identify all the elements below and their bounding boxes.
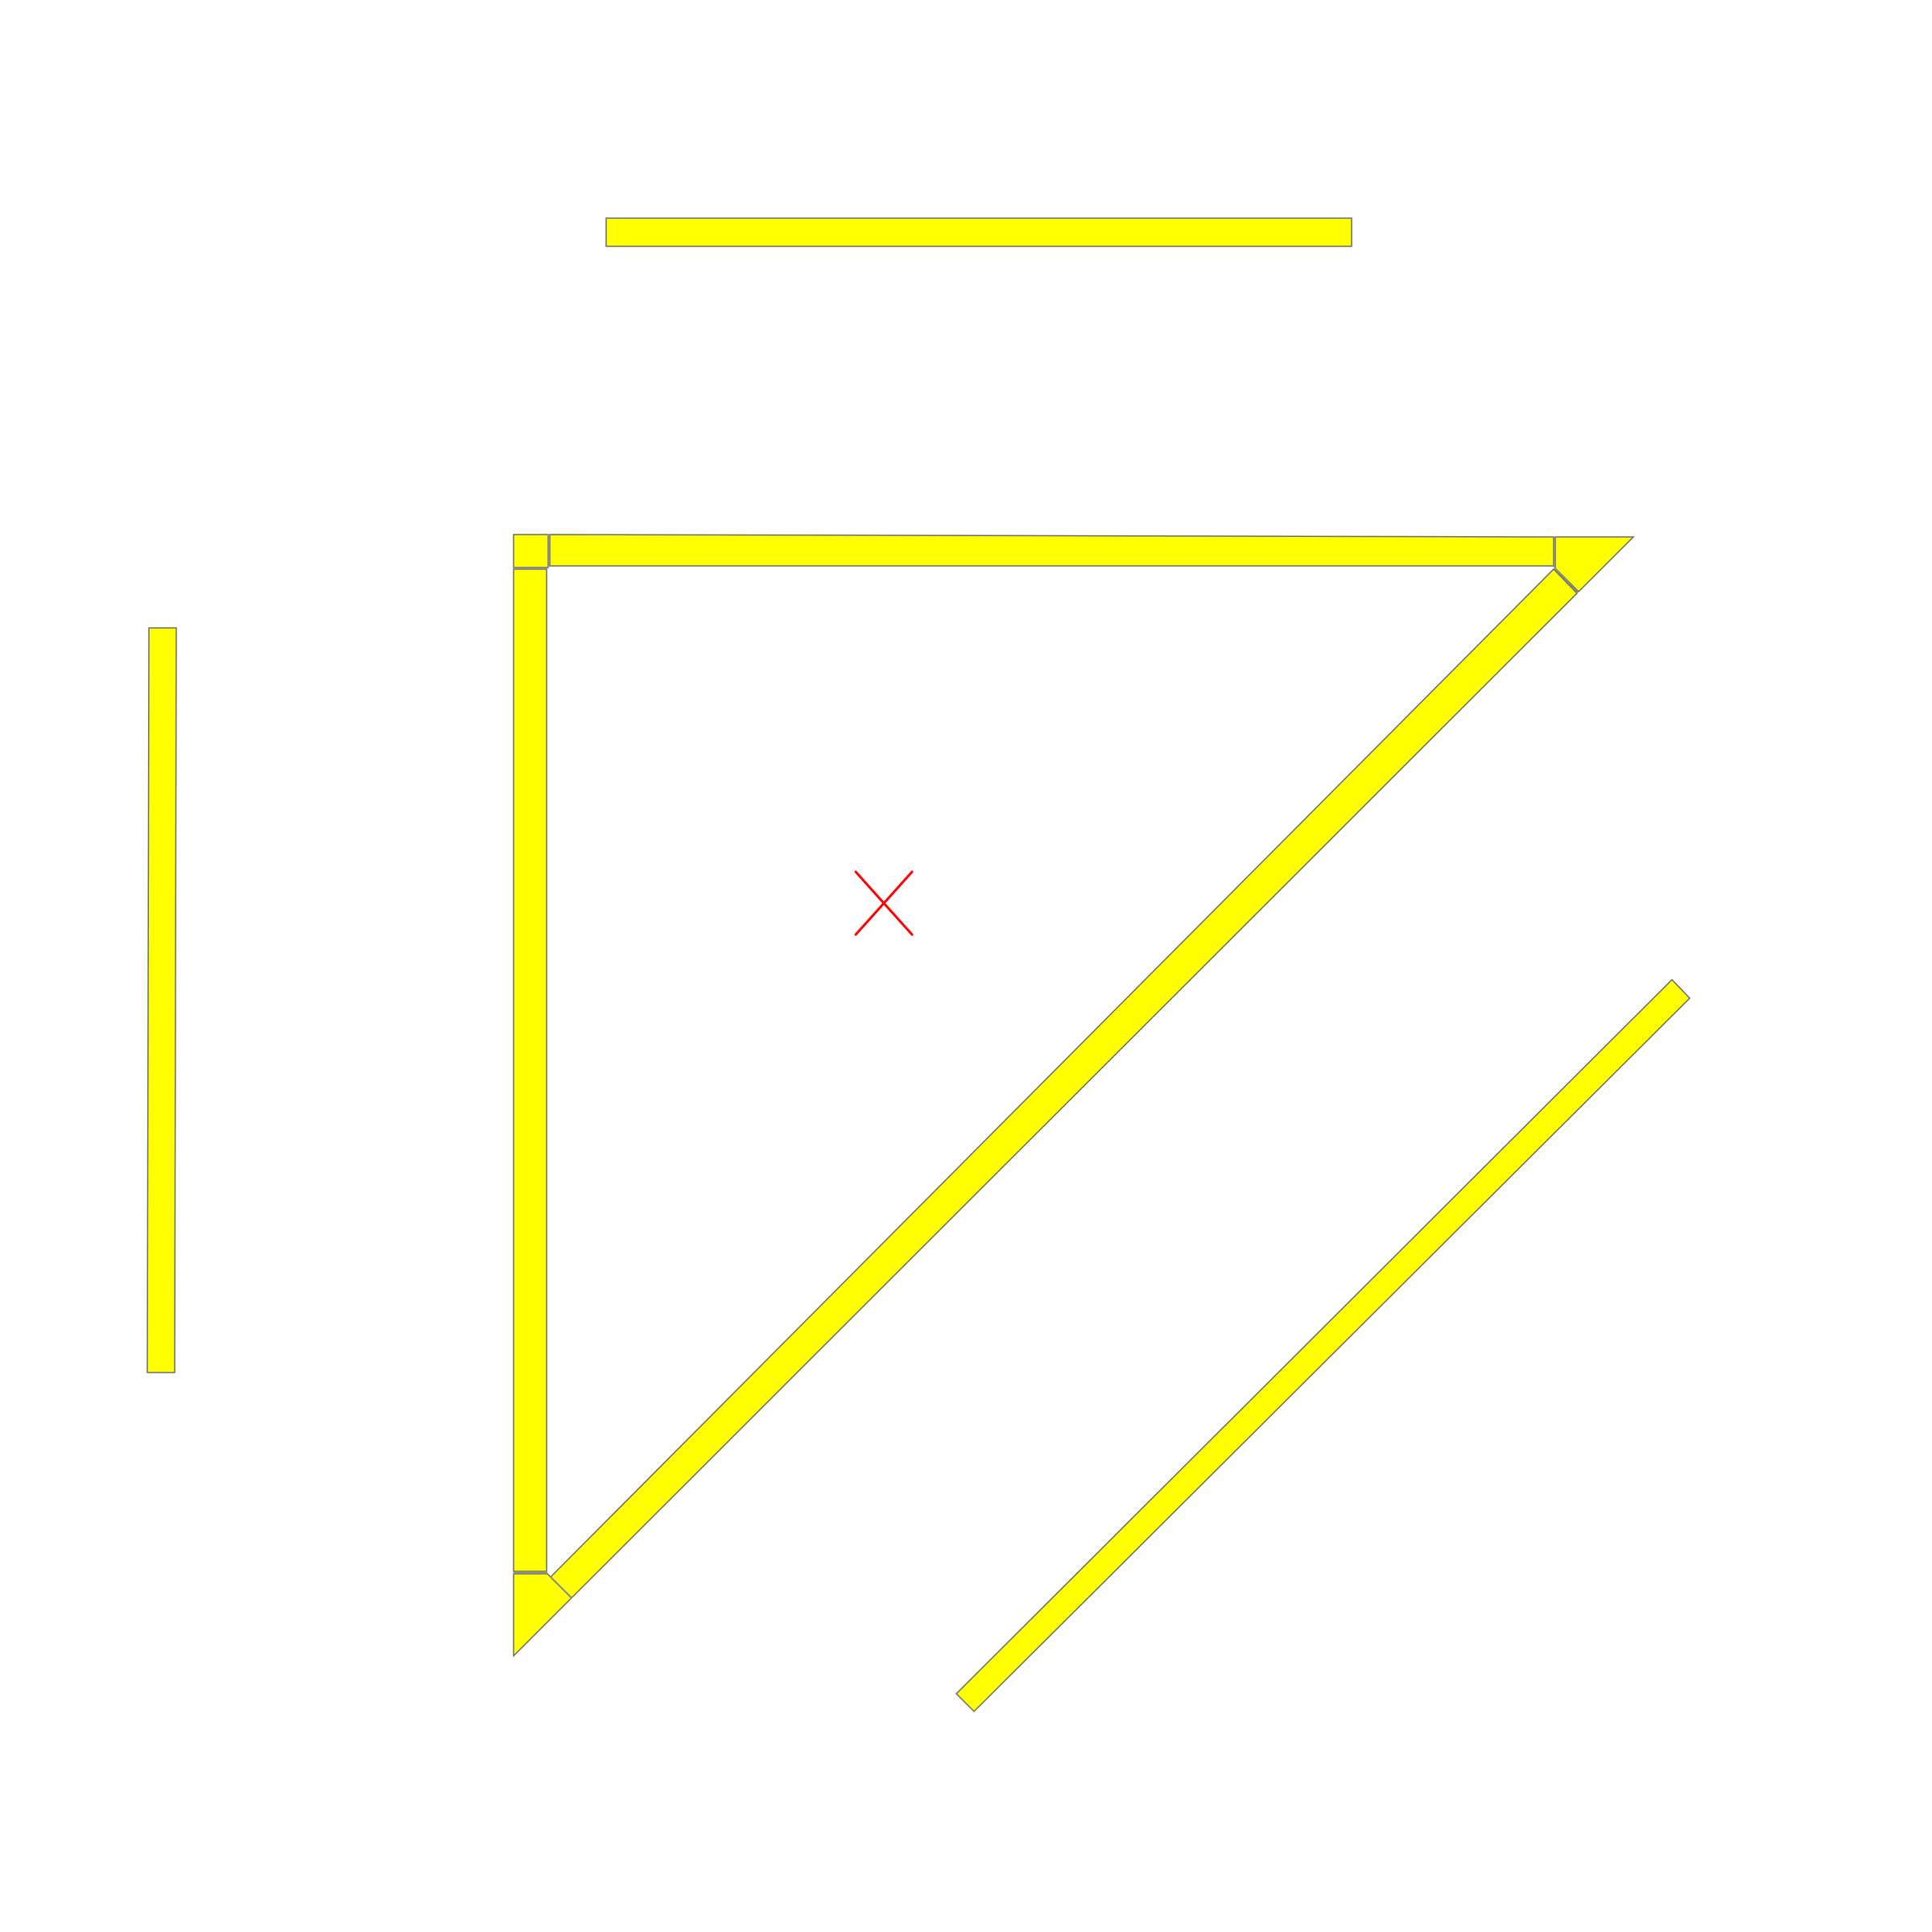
triangle-top-side[interactable] [549,534,1554,567]
red-x-mark-icon [854,870,914,936]
loose-diagonal-bar[interactable] [955,978,1691,1713]
triangle-left-side[interactable] [513,568,547,1572]
joint-seam-top-right-diagonal [1554,568,1579,593]
loose-top-horizontal-bar[interactable] [605,217,1352,247]
loose-left-vertical-bar[interactable] [147,627,177,1373]
triangle-top-left-corner [513,534,549,568]
joint-seam-bottom-left-diagonal [549,1575,572,1599]
